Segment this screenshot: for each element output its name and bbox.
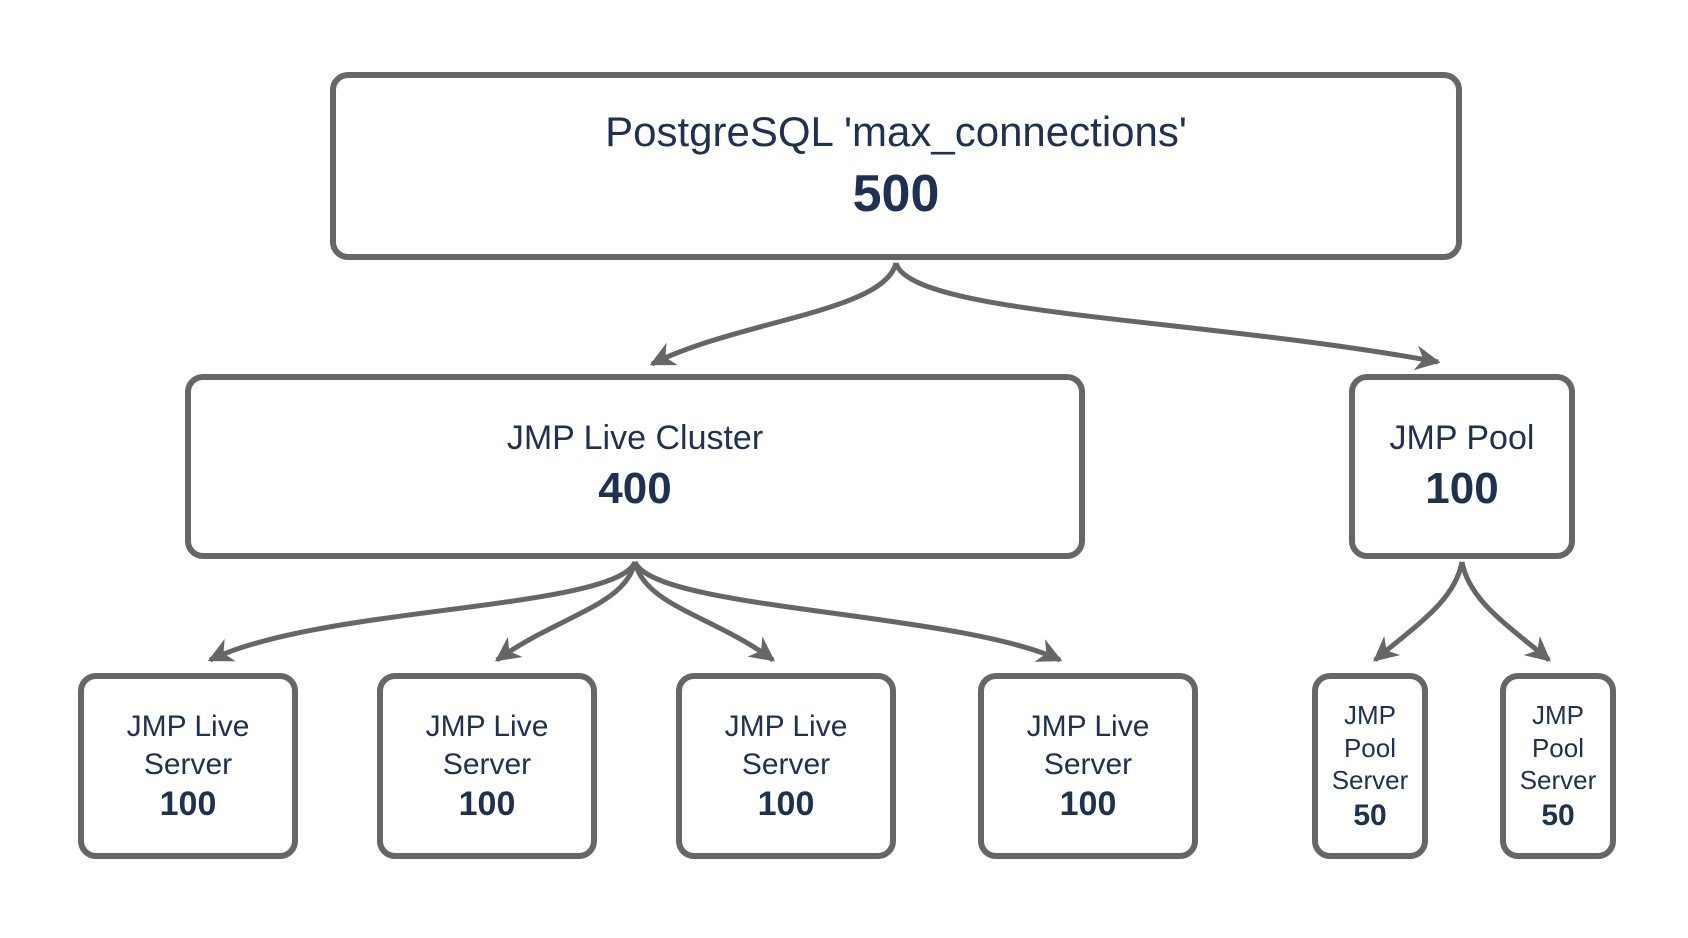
node-jmp-live-server-3-label: JMP Live Server [724,710,848,781]
node-jmp-pool-server-2: JMP Pool Server 50 [1500,673,1616,859]
node-jmp-live-server-2-label: JMP Live Server [425,710,549,781]
node-jmp-pool-server-1: JMP Pool Server 50 [1312,673,1428,859]
node-jmp-pool-server-2-value: 50 [1541,798,1575,832]
node-postgresql-label: PostgreSQL 'max_connections' [605,108,1187,155]
node-jmp-live-server-1-label: JMP Live Server [126,710,250,781]
node-jmp-pool: JMP Pool 100 [1349,374,1575,559]
edge-cluster-to-server-3 [632,561,776,663]
node-jmp-live-server-1-value: 100 [159,785,217,823]
node-postgresql-value: 500 [852,165,940,223]
node-jmp-pool-label: JMP Pool [1389,419,1535,457]
node-jmp-pool-server-1-label: JMP Pool Server [1331,700,1409,796]
edge-pool-to-pool-server-1 [1373,561,1465,662]
node-jmp-live-cluster-value: 400 [598,464,672,513]
edge-root-to-cluster [649,262,899,367]
node-jmp-live-server-4-value: 100 [1059,785,1117,823]
edge-root-to-pool [893,262,1441,371]
node-jmp-live-server-1: JMP Live Server 100 [78,673,298,859]
edge-cluster-to-server-4 [632,560,1063,663]
node-jmp-live-server-3: JMP Live Server 100 [676,673,896,859]
edge-cluster-to-server-1 [207,560,638,663]
node-jmp-live-server-4-label: JMP Live Server [1026,710,1150,781]
edge-pool-to-pool-server-2 [1459,561,1551,662]
node-jmp-live-cluster-label: JMP Live Cluster [506,419,764,457]
node-jmp-live-server-4: JMP Live Server 100 [978,673,1198,859]
node-jmp-pool-server-1-value: 50 [1353,798,1387,832]
node-jmp-live-server-2: JMP Live Server 100 [377,673,597,859]
node-jmp-live-server-2-value: 100 [458,785,516,823]
node-jmp-live-cluster: JMP Live Cluster 400 [185,374,1085,559]
node-jmp-pool-value: 100 [1425,464,1499,513]
node-jmp-live-server-3-value: 100 [757,785,815,823]
edge-cluster-to-server-2 [494,561,638,663]
node-jmp-pool-server-2-label: JMP Pool Server [1519,700,1597,796]
node-postgresql-max-connections: PostgreSQL 'max_connections' 500 [330,72,1462,260]
